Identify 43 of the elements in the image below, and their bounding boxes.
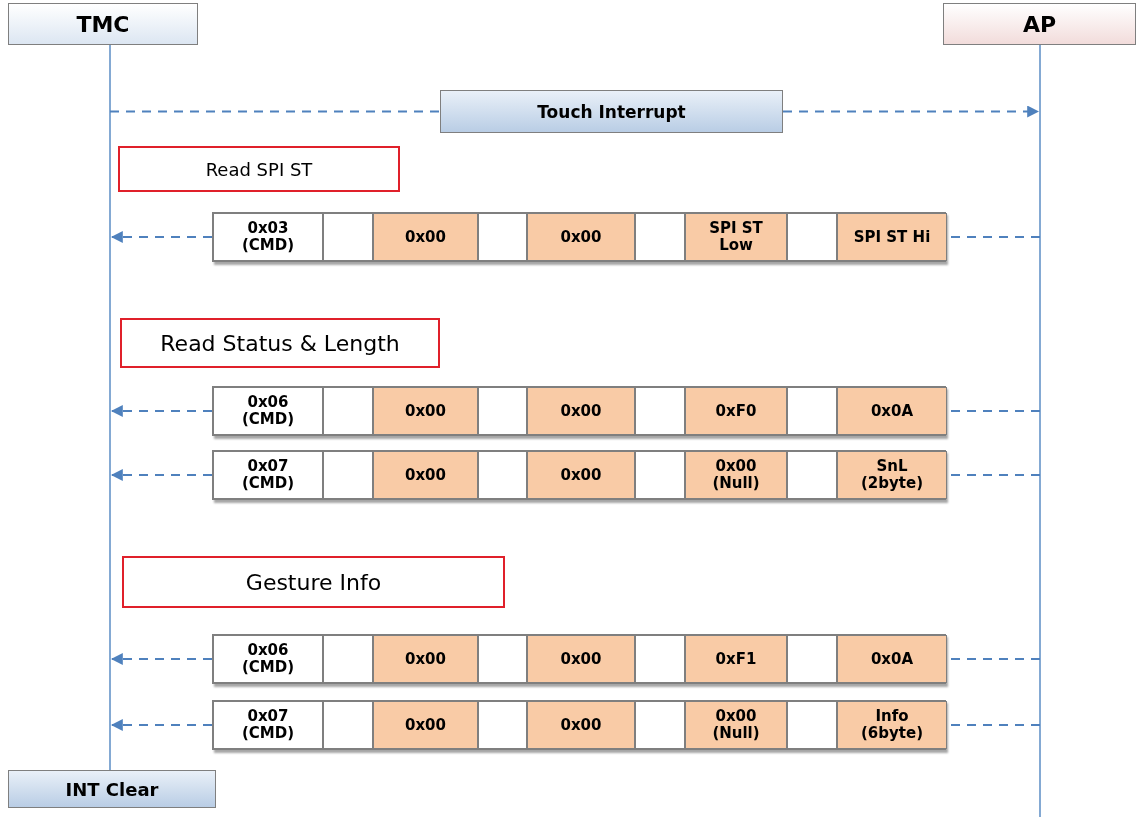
- packet-byte-cell: 0x00: [373, 701, 478, 749]
- packet-byte-cell: 0x00: [527, 701, 635, 749]
- action-box: INT Clear: [8, 770, 216, 808]
- packet-byte-cell: 0x07 (CMD): [213, 701, 323, 749]
- packet-byte-cell: 0x06 (CMD): [213, 387, 323, 435]
- packet-frame: [212, 450, 946, 500]
- packet-frame: [212, 386, 946, 436]
- lifeline-header: TMC: [8, 3, 198, 45]
- step-label-box: Gesture Info: [122, 556, 505, 608]
- packet-byte-cell: 0x00 (Null): [685, 701, 787, 749]
- packet-byte-cell: SPI ST Low: [685, 213, 787, 261]
- packet-frame: [212, 634, 946, 684]
- packet-byte-cell: 0x00: [527, 387, 635, 435]
- packet-byte-cell: 0x00: [373, 213, 478, 261]
- message-arrow: [110, 405, 213, 417]
- message-box: Touch Interrupt: [440, 90, 783, 133]
- packet-byte-cell: 0x00: [527, 451, 635, 499]
- packet-byte-cell: 0xF0: [685, 387, 787, 435]
- packet-byte-cell: 0x0A: [837, 635, 947, 683]
- packet-byte-cell: 0x00 (Null): [685, 451, 787, 499]
- packet-byte-cell: 0x00: [373, 387, 478, 435]
- message-arrow: [110, 469, 213, 481]
- packet-byte-cell: 0x03 (CMD): [213, 213, 323, 261]
- packet-frame: [212, 212, 946, 262]
- packet-byte-cell: 0x0A: [837, 387, 947, 435]
- packet-byte-cell: Info (6byte): [837, 701, 947, 749]
- packet-byte-cell: 0x00: [373, 635, 478, 683]
- packet-byte-cell: SnL (2byte): [837, 451, 947, 499]
- packet-byte-cell: 0x00: [373, 451, 478, 499]
- message-arrow: [782, 105, 1040, 118]
- packet-byte-cell: 0xF1: [685, 635, 787, 683]
- message-arrow: [110, 231, 213, 243]
- lifeline-header: AP: [943, 3, 1136, 45]
- packet-byte-cell: 0x00: [527, 635, 635, 683]
- step-label-box: Read SPI ST: [118, 146, 400, 192]
- message-arrow: [110, 653, 213, 665]
- packet-byte-cell: SPI ST Hi: [837, 213, 947, 261]
- packet-frame: [212, 700, 946, 750]
- step-label-box: Read Status & Length: [120, 318, 440, 368]
- packet-byte-cell: 0x06 (CMD): [213, 635, 323, 683]
- packet-byte-cell: 0x07 (CMD): [213, 451, 323, 499]
- packet-byte-cell: 0x00: [527, 213, 635, 261]
- message-arrow: [110, 719, 213, 731]
